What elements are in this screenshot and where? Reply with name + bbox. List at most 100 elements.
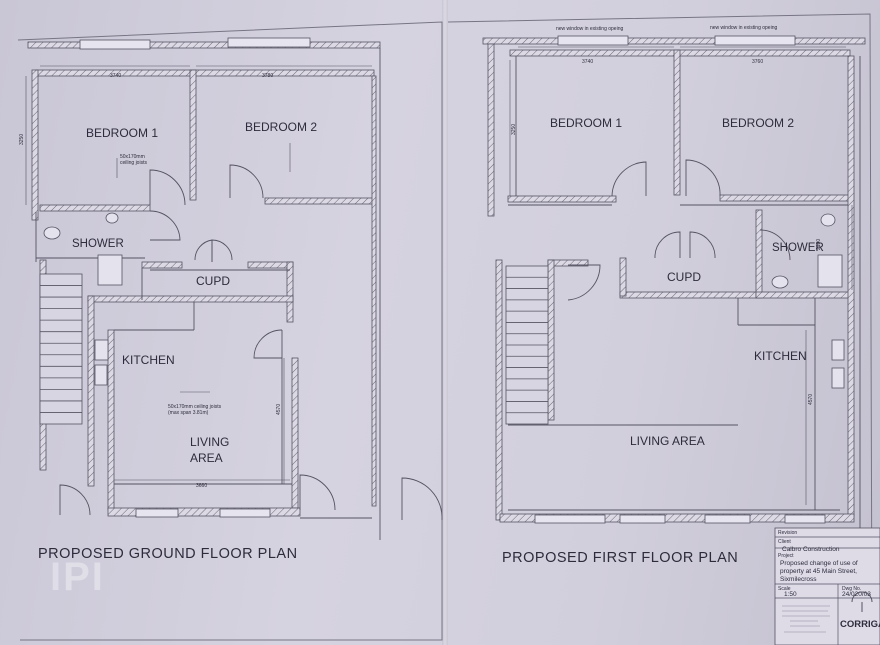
gf-wall-cupd-top-right	[247, 261, 294, 269]
gf-window-front-1	[135, 508, 179, 518]
ff-dim-bed2-width: 3760	[752, 59, 763, 65]
gf-wall-bed2-bottom	[264, 197, 374, 205]
company-logo-icon	[851, 591, 873, 612]
ff-room-cupd: CUPD	[667, 270, 701, 284]
gf-wall-cupd-right	[286, 261, 294, 323]
gf-room-area: AREA	[190, 451, 223, 465]
ff-wall-shower-bottom	[755, 291, 851, 299]
ff-window-bed2	[714, 35, 796, 46]
gf-wall-kitchen-left	[87, 295, 95, 487]
gf-wall-right	[371, 75, 377, 507]
gf-dim-bed1-width: 3740	[110, 73, 121, 79]
ff-wall-bottom	[499, 513, 855, 523]
ff-plan-title: PROPOSED FIRST FLOOR PLAN	[502, 550, 738, 566]
ff-window-front-3	[704, 514, 751, 524]
ff-room-shower: SHOWER	[772, 242, 824, 254]
ff-window-bed1	[557, 35, 629, 46]
tb-project-1: Proposed change of use of	[780, 560, 858, 567]
ff-dim-bed1-width: 3740	[582, 59, 593, 65]
gf-wall-bed1-bottom	[39, 204, 151, 212]
ff-room-living: LIVING AREA	[630, 434, 705, 448]
gf-wall-top	[35, 69, 375, 77]
gf-wall-top-outer	[27, 41, 381, 49]
gf-cooker	[94, 364, 108, 386]
first-floor-plan: BEDROOM 1 BEDROOM 2 SHOWER CUPD KITCHEN …	[482, 25, 866, 566]
ff-basin	[820, 213, 836, 227]
gf-plan-title: PROPOSED GROUND FLOOR PLAN	[38, 546, 298, 562]
gf-note-joists-3: 50x170mm ceiling joists	[168, 404, 222, 410]
ff-wall-cupd-left	[619, 257, 627, 297]
ff-stairs	[505, 265, 549, 425]
ff-dim-bed1-height: 3250	[511, 124, 517, 135]
gf-dim-bed1-height: 3250	[19, 134, 25, 145]
tb-project-3: Sixmilecross	[780, 576, 817, 583]
gf-dim-living-width: 3660	[196, 483, 207, 489]
gf-wall-living-right	[291, 357, 299, 509]
tb-fine-print	[782, 605, 830, 633]
gf-window-bed1	[79, 39, 151, 50]
gf-wall-left-upper	[31, 69, 39, 221]
title-block: Revision Client Calbro Construction Proj…	[774, 527, 880, 645]
sheet-border	[17, 13, 873, 645]
gf-wall-kitchen-top	[87, 295, 294, 303]
gf-window-front-2	[219, 508, 271, 518]
tb-project-label: Project	[778, 553, 794, 559]
gf-note-joists-4: (max span 3.81m)	[168, 410, 209, 416]
ff-wall-top-outer	[482, 37, 866, 45]
paper-fold	[442, 0, 448, 645]
ff-window-note-1: new window in existing opeing	[556, 26, 623, 32]
ff-window-front-2	[619, 514, 666, 524]
tb-revision-label: Revision	[778, 530, 797, 536]
tb-dwg-no: 24/020/03	[842, 591, 871, 598]
tb-client: Calbro Construction	[782, 546, 840, 553]
ff-wall-bed-divider	[673, 49, 681, 196]
gf-room-bedroom1: BEDROOM 1	[86, 126, 158, 140]
tb-scale-label: Scale	[778, 586, 791, 592]
gf-shower-tray	[97, 254, 123, 286]
gf-room-bedroom2: BEDROOM 2	[245, 120, 317, 134]
ff-wall-shower-left	[755, 209, 763, 299]
ff-sink	[831, 339, 845, 361]
gf-room-shower: SHOWER	[72, 238, 124, 250]
tb-project-2: property at 45 Main Street,	[780, 568, 857, 575]
ff-wall-bed1-bottom	[507, 195, 617, 203]
ff-wall-stair-right	[547, 259, 555, 421]
gf-dim-living-height: 4570	[276, 404, 282, 415]
ff-window-note-2: new window in existing opeing	[710, 25, 777, 31]
ff-room-bedroom2: BEDROOM 2	[722, 116, 794, 130]
ff-shower-tray	[817, 254, 843, 288]
ff-room-bedroom1: BEDROOM 1	[550, 116, 622, 130]
tb-dwg-label: Dwg No.	[842, 586, 861, 592]
ground-floor-plan: BEDROOM 1 BEDROOM 2 SHOWER CUPD KITCHEN …	[19, 37, 443, 562]
gf-dim-bed2-width: 3780	[262, 73, 273, 79]
gf-room-living: LIVING	[190, 435, 229, 449]
tb-client-label: Client	[778, 539, 791, 545]
gf-wall-cupd-top-left	[141, 261, 183, 269]
ff-dim-living-height: 4570	[808, 394, 814, 405]
tb-scale: 1:50	[784, 591, 797, 598]
ff-toilet	[771, 275, 789, 289]
gf-toilet	[43, 226, 61, 240]
ff-window-front-4	[784, 514, 826, 524]
gf-note-joists-2: ceiling joists	[120, 160, 147, 166]
ff-room-kitchen: KITCHEN	[754, 349, 807, 363]
gf-doors	[59, 164, 443, 521]
gf-wall-bottom	[107, 507, 301, 517]
watermark-logo: IPI	[50, 555, 105, 599]
ff-doors	[567, 159, 791, 301]
ff-wall-cupd-bottom	[619, 291, 761, 299]
gf-stairs	[39, 273, 83, 425]
gf-sink	[94, 339, 109, 361]
ff-dim-shower-height: 2100	[816, 239, 822, 250]
ff-wall-left-upper	[487, 43, 495, 217]
gf-wall-living-left	[107, 329, 115, 511]
ff-cooker	[831, 367, 845, 389]
gf-room-cupd: CUPD	[196, 274, 230, 288]
gf-basin	[105, 212, 119, 224]
gf-note-joists-1: 50x170mm	[120, 154, 145, 160]
tb-company: CORRIGA	[840, 619, 880, 630]
gf-wall-bed-divider	[189, 69, 197, 201]
gf-window-bed2	[227, 37, 311, 48]
ff-wall-bed2-bottom	[719, 194, 851, 202]
